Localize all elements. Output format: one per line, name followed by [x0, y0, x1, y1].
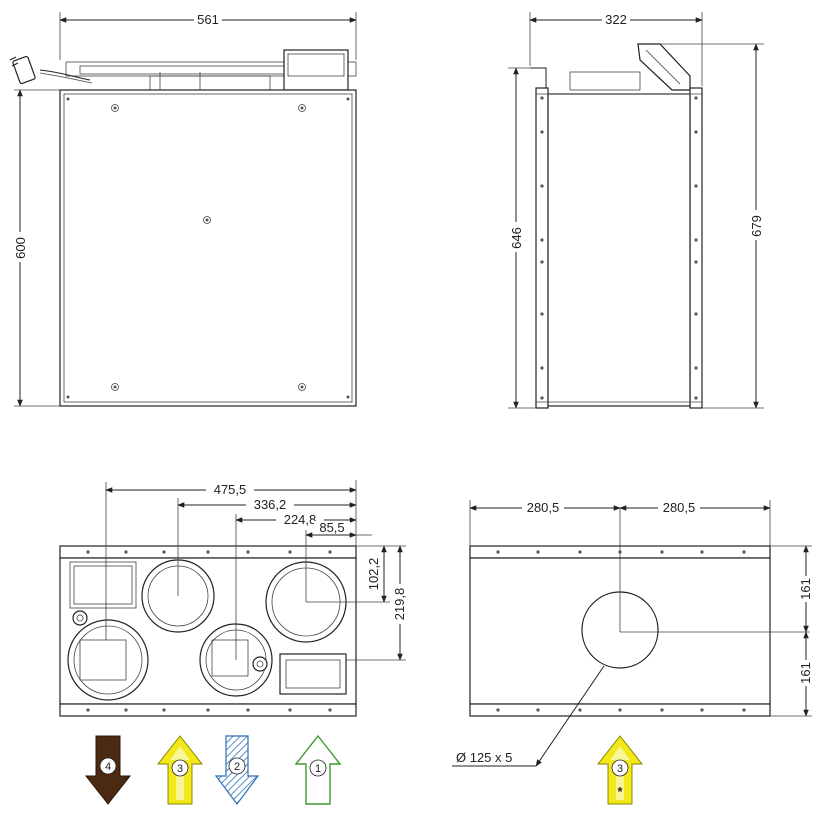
- arrow-3-supply-alt-icon: 3 *: [596, 735, 644, 805]
- arrow-note: *: [617, 784, 623, 799]
- dim-side-height-body: 646: [509, 227, 524, 249]
- dim-side-height-total: 679: [749, 215, 764, 237]
- side-view: 322 646 679: [508, 12, 764, 409]
- arrow-number: 3: [177, 763, 183, 775]
- dim-bottom-v2: 219,8: [392, 588, 407, 621]
- airflow-arrows: 4 3 2 1 3 *: [84, 734, 644, 805]
- dim-bottom-d2: 336,2: [254, 497, 287, 512]
- dim-bottom-d3: 224,8: [284, 512, 317, 527]
- dim-bottom-d1: 475,5: [214, 482, 247, 497]
- dim-top-right: 280,5: [663, 500, 696, 515]
- arrow-number: 2: [234, 761, 240, 773]
- arrow-3-supply-icon: 3: [156, 735, 204, 805]
- duct-size-label: Ø 125 x 5: [456, 750, 512, 765]
- dim-top-left: 280,5: [527, 500, 560, 515]
- arrow-number: 4: [105, 761, 111, 773]
- arrow-2-extract-icon: 2: [214, 735, 260, 805]
- bottom-view: 475,5 336,2 224,8 85,5 102,2 219,8: [59, 480, 408, 717]
- arrow-number: 1: [315, 763, 321, 775]
- dim-top-v2: 161: [798, 662, 813, 684]
- dim-front-width: 561: [197, 12, 219, 27]
- dim-bottom-v1: 102,2: [366, 558, 381, 591]
- plug-icon: [12, 55, 36, 85]
- dim-top-v1: 161: [798, 578, 813, 600]
- arrow-1-outdoor-icon: 1: [294, 734, 342, 805]
- arrow-4-exhaust-icon: 4: [84, 735, 132, 805]
- dim-side-depth: 322: [605, 12, 627, 27]
- front-view: 561 600: [9, 12, 357, 407]
- top-view: 280,5 280,5 161 161 Ø 125 x 5: [452, 500, 814, 767]
- dim-front-height: 600: [13, 237, 28, 259]
- arrow-number: 3: [617, 763, 623, 775]
- dim-bottom-d4: 85,5: [319, 520, 344, 535]
